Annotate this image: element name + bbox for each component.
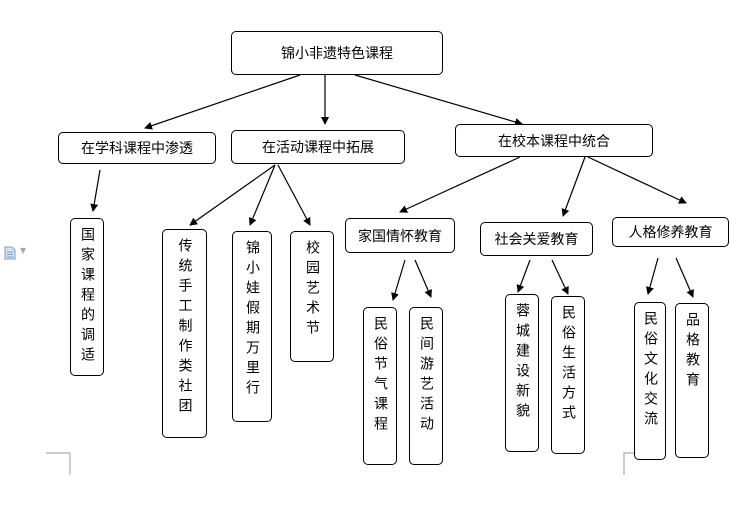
arrow-activity-to-holiday — [248, 164, 276, 226]
leaf-node-games: 民间游艺活动 — [409, 307, 443, 465]
leaf-node-festival: 民俗节气课程 — [363, 307, 397, 465]
leaf-label: 民俗生活方式 — [560, 305, 576, 425]
arrow-school-to-patriotism — [399, 156, 521, 213]
arrow-patriotism-to-festival — [391, 259, 406, 301]
leaf-label: 民俗文化交流 — [642, 311, 658, 431]
document-icon — [4, 246, 16, 260]
arrow-social-to-city — [516, 259, 531, 293]
leaf-label: 品格教育 — [684, 312, 700, 392]
arrow-activity-to-art — [277, 164, 311, 226]
leaf-node-art: 校园艺术节 — [290, 231, 334, 362]
root-node: 锦小非遗特色课程 — [231, 31, 443, 75]
leaf-label: 锦小娃假期万里行 — [244, 240, 260, 400]
leaf-node-craft: 传统手工制作类社团 — [162, 229, 207, 438]
sub-branch-character: 人格修养教育 — [612, 217, 729, 247]
sub-branch-label: 家国情怀教育 — [358, 228, 442, 245]
dropdown-caret-icon[interactable]: ▼ — [20, 246, 27, 255]
leaf-node-holiday: 锦小娃假期万里行 — [232, 231, 272, 422]
branch-label: 在校本课程中统合 — [498, 133, 610, 150]
sub-branch-label: 人格修养教育 — [628, 225, 713, 241]
arrow-school-to-character — [587, 156, 687, 204]
branch-node-school: 在校本课程中统合 — [455, 124, 653, 157]
leaf-node-ethics: 品格教育 — [675, 303, 709, 458]
arrow-root-to-school — [354, 74, 523, 126]
arrow-school-to-social — [561, 156, 586, 217]
sub-branch-patriotism: 家国情怀教育 — [345, 218, 455, 253]
sub-branch-social: 社会关爱教育 — [480, 222, 593, 256]
branch-node-subject: 在学科课程中渗透 — [58, 132, 216, 164]
arrow-character-to-exchange — [646, 257, 659, 295]
arrow-activity-to-craft — [189, 164, 276, 226]
arrow-patriotism-to-games — [414, 259, 432, 298]
leaf-label: 国家课程的调适 — [79, 227, 95, 367]
leaf-node-city: 蓉城建设新貌 — [505, 294, 539, 452]
arrow-social-to-lifestyle — [551, 259, 569, 295]
branch-label: 在活动课程中拓展 — [262, 140, 374, 156]
leaf-label: 校园艺术节 — [304, 240, 320, 340]
corner-mark-left — [46, 452, 71, 475]
root-label: 锦小非遗特色课程 — [281, 46, 393, 62]
arrow-root-to-subject — [144, 74, 301, 130]
arrow-character-to-ethics — [675, 257, 694, 298]
leaf-node-lifestyle: 民俗生活方式 — [551, 296, 585, 454]
leaf-node-national: 国家课程的调适 — [70, 218, 104, 376]
arrow-subject-to-national — [90, 169, 101, 212]
leaf-label: 蓉城建设新貌 — [514, 303, 530, 423]
sub-branch-label: 社会关爱教育 — [494, 232, 579, 248]
branch-label: 在学科课程中渗透 — [81, 141, 193, 157]
leaf-label: 民俗节气课程 — [372, 316, 388, 436]
leaf-label: 传统手工制作类社团 — [176, 238, 193, 418]
branch-node-activity: 在活动课程中拓展 — [231, 130, 405, 164]
leaf-label: 民间游艺活动 — [418, 316, 434, 436]
leaf-node-exchange: 民俗文化交流 — [634, 302, 666, 460]
